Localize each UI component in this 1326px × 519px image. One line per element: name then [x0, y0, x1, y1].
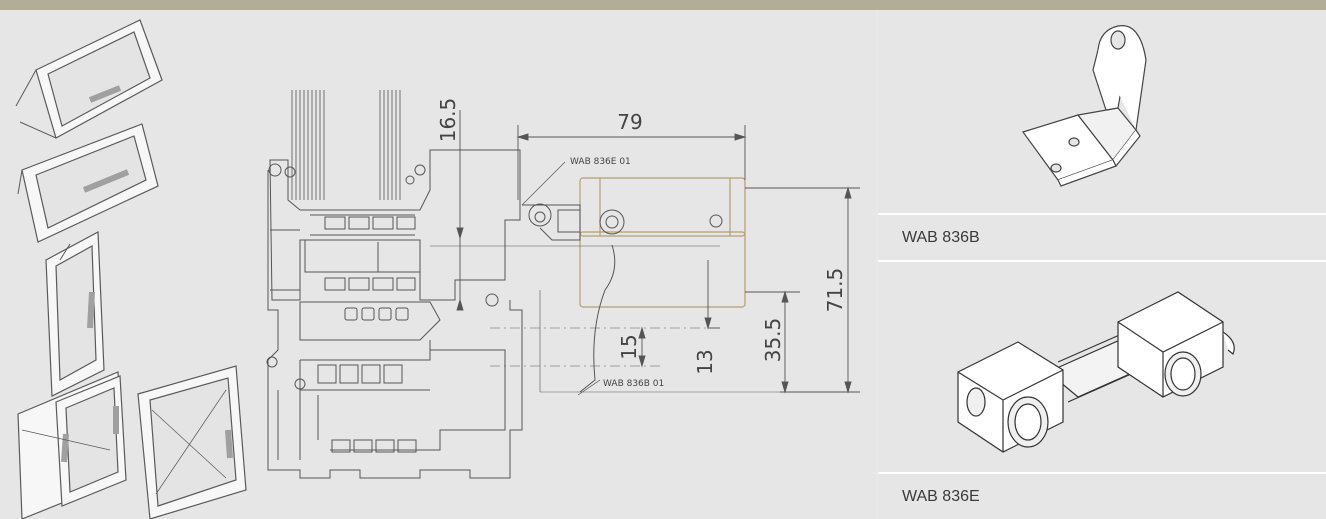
dim-height-16-5: 16.5 [436, 98, 460, 143]
dimension-labels: 79 16.5 71.5 35.5 15 13 WAB 836E 01 WAB … [436, 98, 847, 389]
dim-height-15: 15 [617, 334, 641, 359]
product-label-wab-836b: WAB 836B [878, 215, 1326, 260]
product-image-wab-836e [878, 262, 1326, 472]
profile-section [266, 90, 523, 479]
dim-height-71-5: 71.5 [823, 268, 847, 313]
separator [878, 213, 1326, 215]
hinge-outline [579, 177, 746, 308]
hinge-details [522, 203, 723, 393]
window-bottom-hung-icon [17, 123, 159, 243]
product-label-wab-836e: WAB 836E [878, 474, 1326, 519]
window-top-hung-icon [15, 19, 163, 139]
callout-wab-836e-01: WAB 836E 01 [570, 157, 631, 167]
header-bar [0, 0, 1326, 10]
technical-drawing-panel: 79 16.5 71.5 35.5 15 13 WAB 836E 01 WAB … [0, 10, 876, 519]
callout-wab-836b-01: WAB 836B 01 [603, 379, 664, 389]
product-image-wab-836b [878, 10, 1326, 213]
separator [878, 260, 1326, 262]
product-name: WAB 836B [902, 228, 980, 246]
dimension-lines [430, 110, 860, 396]
separator [878, 472, 1326, 474]
bracket-hinge-icon [1022, 25, 1147, 187]
product-name: WAB 836E [902, 487, 980, 505]
window-double-sash-icon [137, 365, 247, 519]
window-illustrations [15, 19, 247, 519]
dim-height-13: 13 [693, 349, 717, 374]
glazing-hatch [291, 90, 401, 200]
window-tilt-turn-icon [17, 371, 127, 519]
technical-drawing: 79 16.5 71.5 35.5 15 13 WAB 836E 01 WAB … [15, 19, 860, 519]
product-list: WAB 836B WAB 836 [878, 10, 1326, 519]
roller-hinge-icon [957, 291, 1235, 453]
window-side-hung-icon [45, 231, 105, 397]
dim-width-79: 79 [617, 110, 642, 134]
dim-height-35-5: 35.5 [761, 318, 785, 363]
